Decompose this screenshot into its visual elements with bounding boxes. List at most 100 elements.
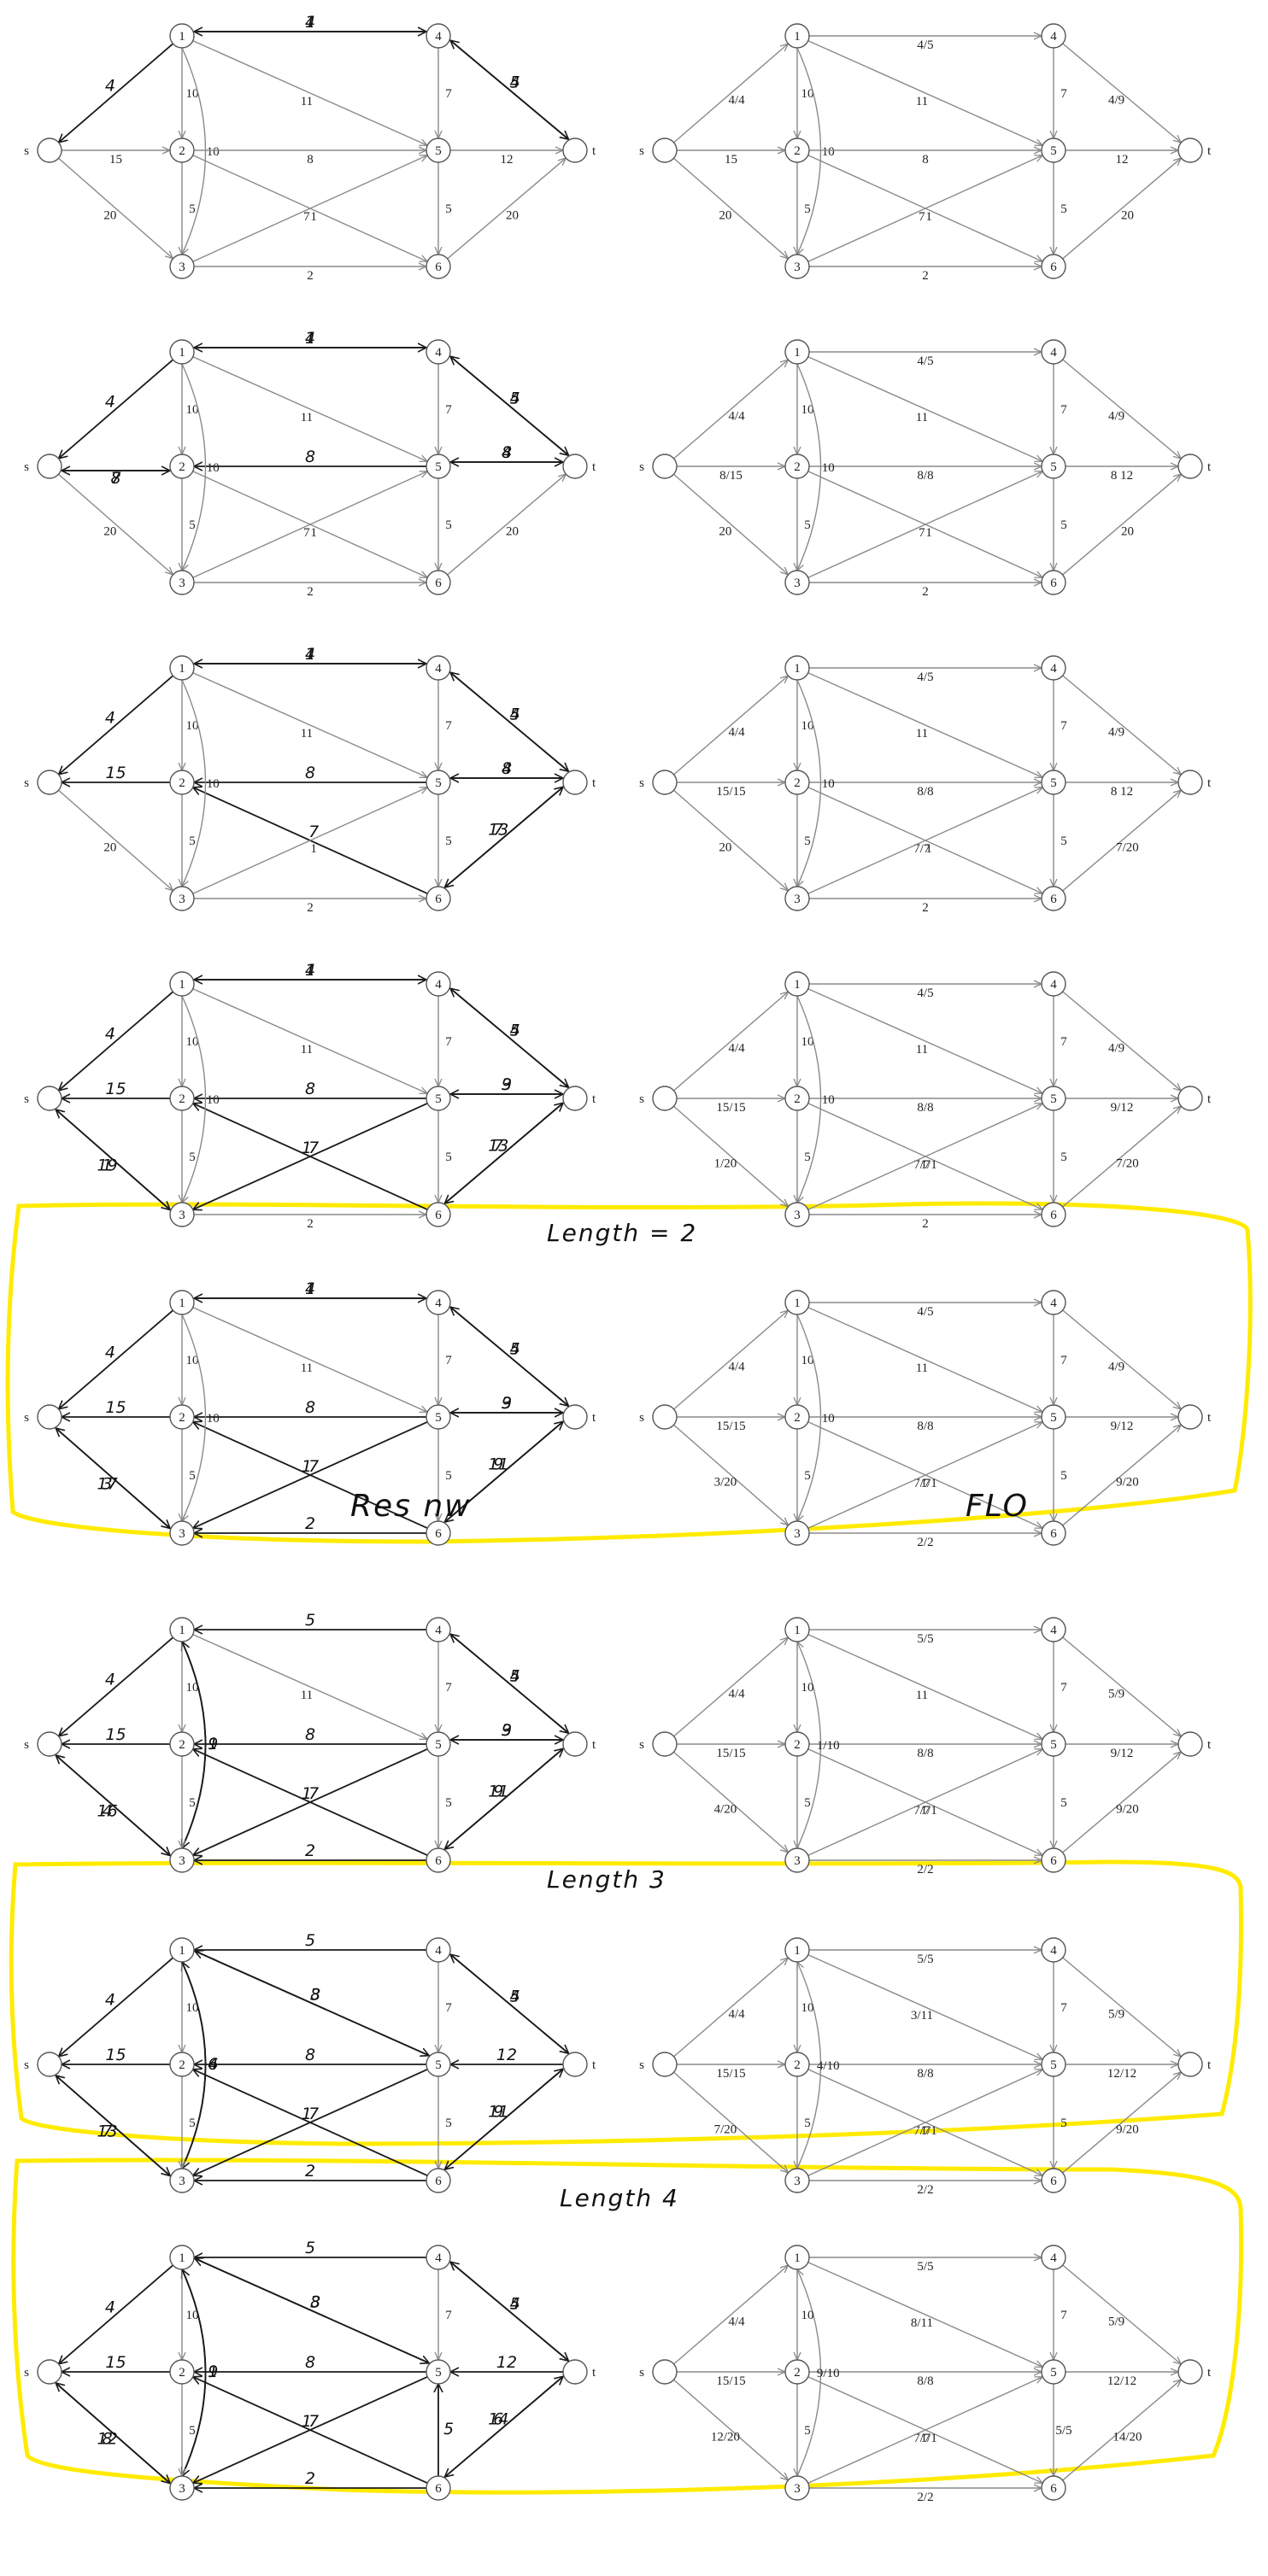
edge-label-5-t: 4 [502,443,512,462]
edge-label-3-6: 2 [307,585,314,599]
node-1: 1 [784,339,810,365]
edge-label-4-5: 7 [445,1681,452,1695]
node-label-6: 6 [435,2482,442,2496]
edge-label-6-2: 7 [308,823,319,841]
edge-label-3-5: 1 [925,526,932,540]
edge-s-1: 4/4 [673,1958,789,2058]
node-label-4: 4 [1050,2251,1057,2265]
edge-1-5: 11 [192,356,427,462]
edge-label-1-3: 10 [207,145,220,159]
edge-2-3: 5 [797,1110,811,1203]
edge-label-1-5: 11 [916,1689,928,1702]
edge-label-2-5: 8/8 [917,1101,933,1115]
edge-3-s: 3 [56,1428,171,1530]
node-label-5: 5 [435,2366,442,2380]
edge-6-3: 2 [194,2469,426,2488]
edge-label-4-1: 4 [305,645,315,664]
edge-label-s-3: 19 [97,1156,118,1174]
node-label-3: 3 [179,2175,185,2188]
edge-3-1: 1/10 [797,1642,840,1849]
edge-label-t-4: 4 [510,705,520,724]
edge-1-3: 10 [182,679,220,887]
edge-label-6-t: 11 [488,2103,508,2122]
node-4: 4 [426,1290,451,1315]
node-label-s: s [639,1411,644,1425]
edge-label-5-t: 8 12 [1111,785,1133,799]
node-label-6: 6 [1050,1854,1057,1868]
edge-2-3: 5 [797,2384,811,2476]
edge-s-2: 15 [677,150,785,167]
edge-1-3: 9 [182,1641,218,1848]
node-label-3: 3 [179,261,185,274]
node-5: 5 [1041,454,1066,479]
edge-label-4-t: 5/9 [1108,2315,1124,2329]
node-label-1: 1 [179,662,185,676]
edge-label-1-3: 10 [207,1412,220,1426]
node-5: 5 [1041,2052,1066,2077]
edge-4-1: 5 [194,1931,426,1950]
edge-5-2: 8 [194,1398,426,1417]
node-label-6: 6 [1050,1209,1057,1222]
edge-2-5: 8/8 [809,2064,1042,2081]
edge-label-1-5: 11 [301,95,313,108]
node-label-4: 4 [435,346,442,360]
edge-s-3: 20 [673,789,789,891]
edge-label-2-3: 5 [804,518,811,532]
edge-s-1: 4/4 [673,992,789,1092]
edge-label-s-3: 7/20 [714,2123,737,2137]
edge-label-2-5: 8/8 [917,785,933,799]
edge-5-6: 5 [1054,794,1067,887]
node-label-3: 3 [179,1209,185,1222]
edge-2-3: 5 [182,478,196,571]
edge-1-4: 5/5 [809,1630,1042,1646]
edge-label-1-s: 4 [105,2298,115,2316]
edge-4-5: 7 [438,48,452,138]
edge-3-s: 12 [56,2383,171,2485]
edge-2-3: 5 [797,478,811,571]
node-label-1: 1 [794,1297,801,1310]
edge-label-1-2: 10 [186,2309,199,2322]
edge-t-5: 12 [450,2353,563,2372]
edge-label-3-6: 2/2 [917,1536,933,1549]
edge-label-s-2: 7 [110,469,120,488]
edge-3-6: 2 [194,1215,426,1231]
node-6: 6 [1041,886,1066,911]
edge-4-5: 7 [438,1962,452,2052]
edge-label-2-6: 7/7 [913,842,930,856]
edge-label-3-s: 3 [103,1474,113,1493]
node-label-t: t [1207,776,1212,790]
edge-label-1-5: 3/11 [911,2009,933,2023]
edge-2-3: 5 [182,162,196,255]
node-label-4: 4 [1050,1297,1057,1310]
node-label-6: 6 [1050,893,1057,906]
edge-1-4: 4/5 [809,36,1042,52]
edge-label-5-t: 3 [502,1721,512,1740]
node-4: 4 [426,1617,451,1642]
edge-4-5: 7 [438,1642,452,1732]
edge-5-2: 8 [194,764,426,782]
edge-1-5: 11 [807,988,1042,1094]
edge-label-1-3: 10 [822,777,835,791]
node-label-3: 3 [794,577,801,590]
edge-label-5-t: 9/12 [1111,1747,1134,1760]
edge-1-5: 11 [807,356,1042,462]
edge-label-1-5: 11 [916,411,928,424]
edge-2-5: 8/8 [809,1744,1042,1760]
node-label-3: 3 [794,261,801,274]
node-1: 1 [784,655,810,681]
edge-5-6: 5 [438,478,452,571]
node-4: 4 [1041,1290,1066,1315]
edge-label-3-6: 2/2 [917,1863,933,1876]
edge-label-1-2: 10 [186,2001,199,2015]
edge-label-4-5: 7 [1060,1035,1067,1049]
node-label-3: 3 [179,577,185,590]
edge-label-s-2: 15/15 [716,785,745,799]
edge-label-1-5: 11 [301,1043,313,1057]
edge-label-t-4: 4 [510,1340,520,1359]
edge-2-3: 5 [797,1429,811,1521]
edge-label-2-3: 5 [804,834,811,848]
